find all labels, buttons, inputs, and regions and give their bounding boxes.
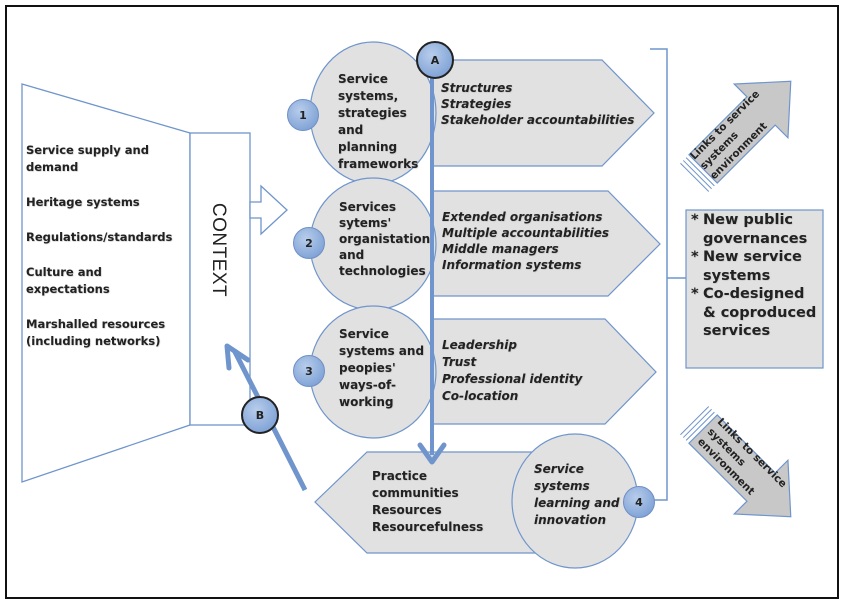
stage-title-line: technologies <box>339 264 426 278</box>
stage-item: Practice <box>372 469 428 483</box>
context-item: Heritage systems <box>26 195 140 209</box>
links-arrow-upper <box>680 80 792 192</box>
stage-2-title-lines: Services sytems' organistation and technolog… <box>339 199 431 279</box>
context-item: Culture and expectations <box>26 265 110 296</box>
outcome-line: *New service <box>691 248 823 267</box>
stage-item: Stakeholder accountabilities <box>441 113 635 127</box>
stage-item: Middle managers <box>442 242 559 256</box>
context-box <box>189 132 251 426</box>
stage-title-line: ways-of- <box>339 378 396 392</box>
stage-item: Co-location <box>442 389 519 403</box>
stage-title-line: Service <box>338 72 388 86</box>
outcomes-box <box>685 209 824 369</box>
bullet-star-icon: * <box>691 212 699 228</box>
stage-item: Resources <box>372 503 442 517</box>
bullet-star-icon <box>691 322 703 341</box>
stage-title-line: innovation <box>534 513 606 527</box>
stage-title-line: systems <box>534 479 590 493</box>
stage-3-title-lines: Service systems and peopies' ways-of-workin… <box>339 326 431 411</box>
stage-title-line: working <box>339 395 394 409</box>
context-item: Marshalled resources (including networks… <box>26 317 166 348</box>
stage-title-line: Service <box>534 462 584 476</box>
context-items: Service supply and demand Heritage syste… <box>26 142 186 368</box>
outcome-text: & coproduced <box>703 304 817 321</box>
stage-item: Trust <box>442 355 477 369</box>
outcome-text: New service <box>703 249 802 265</box>
stage-3-badge: 3 <box>293 355 325 387</box>
bullet-star-icon <box>691 230 703 249</box>
stage-item: Resourcefulness <box>372 520 484 534</box>
marker-b: B <box>241 396 279 434</box>
arrow-b-head <box>224 343 251 371</box>
stage-4-badge: 4 <box>623 486 655 518</box>
stage-title-line: Services <box>339 200 397 214</box>
stage-1-badge: 1 <box>287 99 319 131</box>
outcome-line: & coproduced <box>691 304 823 323</box>
stage-item: Structures <box>441 81 513 95</box>
stage-item: Information systems <box>442 258 582 272</box>
stage-item: Multiple accountabilities <box>442 226 610 240</box>
stage-1-title-lines: Service systems, strategies and planning fra… <box>338 71 430 173</box>
stage-title-line: sytems' <box>339 216 392 230</box>
outcome-text: Co-designed <box>703 286 805 302</box>
stage-2-badge: 2 <box>293 227 325 259</box>
stage-4-title-lines: Service systems learning and innovation <box>534 461 626 529</box>
outcome-line: *Co-designed <box>691 285 823 304</box>
bullet-star-icon <box>691 304 703 323</box>
context-arrow <box>249 184 288 236</box>
stage-title-line: and <box>339 248 365 262</box>
feedback-bracket <box>650 48 668 501</box>
stage-item: Leadership <box>442 338 517 352</box>
outcome-line: services <box>691 322 823 341</box>
links-arrow-lower <box>680 406 792 518</box>
bullet-star-icon: * <box>691 286 699 302</box>
stage-item: Strategies <box>441 97 512 111</box>
stage-title-line: Service <box>339 327 389 341</box>
stage-item: Professional identity <box>442 372 583 386</box>
arrow-a-head <box>417 442 447 465</box>
outcome-text: services <box>703 323 771 339</box>
bullet-star-icon: * <box>691 249 699 265</box>
context-title-text: CONTEXT <box>208 202 229 298</box>
stage-title-line: organistation <box>339 232 431 246</box>
outcome-text: New public <box>703 212 794 228</box>
outcome-text: systems <box>703 267 771 284</box>
stage-title-line: learning and <box>534 496 620 510</box>
outcome-line: *New public <box>691 211 823 230</box>
context-item: Service supply and demand <box>26 143 149 174</box>
context-item: Regulations/standards <box>26 230 173 244</box>
outcome-line: governances <box>691 230 823 249</box>
stage-title-line: systems and <box>339 344 425 358</box>
stage-title-line: strategies and <box>338 106 407 137</box>
bullet-star-icon <box>691 267 703 286</box>
marker-a: A <box>416 41 454 79</box>
stage-title-line: planning <box>338 140 398 154</box>
stage-title-line: frameworks <box>338 157 419 171</box>
stage-title-line: peopies' <box>339 361 396 375</box>
stage-title-line: systems, <box>338 89 399 103</box>
stage-item: communities <box>372 486 459 500</box>
context-title: CONTEXT <box>188 150 248 350</box>
outcome-line: systems <box>691 267 823 286</box>
outcome-text: governances <box>703 230 808 247</box>
stage-item: Extended organisations <box>442 210 603 224</box>
